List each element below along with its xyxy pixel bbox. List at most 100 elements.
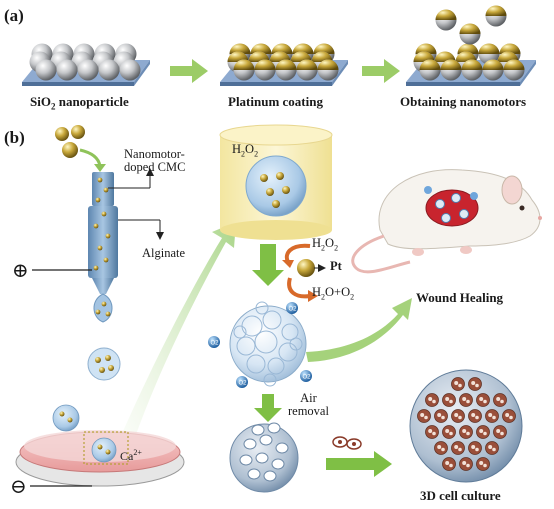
foamed-gel-sphere: [229, 305, 307, 383]
reaction-pt-label: Pt: [330, 259, 342, 273]
o2-bubble-text: O2: [289, 307, 298, 313]
air-removal-line2: removal: [288, 404, 329, 418]
step-label-silica: SiO2 nanoparticle: [30, 94, 129, 112]
culture-pore: [434, 441, 448, 455]
platinum-coated-particle-array: [227, 43, 339, 81]
foam-bubble: [255, 301, 269, 315]
culture-pore: [476, 393, 490, 407]
pore-hole: [275, 442, 289, 454]
wound-healing-label: Wound Healing: [416, 290, 504, 305]
capsule-h2o2-h: H: [232, 142, 242, 156]
nanomotor-cmc-line1: Nanomotor-: [124, 147, 185, 161]
reaction-products-sub1: 2: [321, 292, 326, 302]
foam-bubble: [246, 354, 266, 374]
foam-bubble: [233, 325, 247, 339]
arrow-to-wound-healing: [306, 298, 412, 362]
reaction-h2o2-o: O: [325, 236, 335, 250]
capsule-h2o2-o: O: [245, 142, 255, 156]
culture-pore: [468, 441, 482, 455]
foam-bubble: [236, 336, 256, 356]
culture-pore: [493, 393, 507, 407]
culture-pore: [417, 409, 431, 423]
reaction-arrow-in: [284, 243, 311, 263]
culture-pore: [451, 441, 465, 455]
culture-pore: [434, 409, 448, 423]
o2-bubble: O2: [208, 336, 220, 348]
column-dot: [105, 311, 111, 317]
column-dot: [105, 233, 111, 239]
cells-icon: [332, 436, 362, 450]
air-removal-line1: Air: [300, 391, 317, 405]
step-arrow-2: [362, 59, 400, 83]
culture-pore: [451, 377, 465, 391]
capsule-h2o2-sub1: 2: [241, 149, 246, 159]
column-dot: [101, 301, 107, 307]
culture-pore: [493, 425, 507, 439]
silica-sphere: [35, 59, 57, 81]
platinum-sphere: [275, 59, 297, 81]
input-arrow-head: [94, 164, 106, 172]
panel-a-label: (a): [4, 6, 24, 25]
pore-hole: [251, 424, 265, 436]
step-arrow-1: [170, 59, 208, 83]
column-nanomotor-dots: [93, 177, 111, 317]
calcium-main: Ca: [120, 449, 134, 463]
reaction-products-label: H2O+O2: [312, 285, 354, 302]
culture-pore: [442, 425, 456, 439]
reaction-h2o2-sub2: 2: [334, 243, 339, 253]
foam-bubble: [262, 310, 282, 330]
foam-bubbles: [233, 301, 303, 387]
column-dot: [103, 257, 109, 263]
nanomotor-cmc-line2: doped CMC: [124, 160, 186, 174]
mouse-illustration: [351, 169, 542, 274]
platinum-sphere: [317, 59, 339, 81]
motor-sphere: [461, 59, 483, 81]
foam-bubble: [254, 330, 278, 354]
free-nanomotor: [485, 5, 507, 27]
culture-pore: [459, 393, 473, 407]
negative-electrode-symbol: ⊖: [10, 476, 27, 498]
column-dot: [93, 223, 99, 229]
foam-bubble: [289, 337, 303, 351]
culture-pore: [459, 457, 473, 471]
reaction-products-sub2: 2: [350, 292, 355, 302]
reaction-h2o2-h: H: [312, 236, 322, 250]
o2-bubble: O2: [236, 376, 248, 388]
pore-hole: [247, 468, 261, 480]
flow-arrow-dish-to-capsule: [120, 222, 236, 440]
culture-pore: [485, 409, 499, 423]
free-nanomotor: [435, 9, 457, 31]
released-nanomotor-array: [413, 5, 525, 81]
falling-gel-bead: [52, 404, 80, 432]
culture-pore: [502, 409, 516, 423]
capsule-h2o2-sub2: 2: [254, 149, 259, 159]
platinum-sphere: [233, 59, 255, 81]
foam-bubble: [267, 357, 285, 375]
capsule-h2o2-label: H2O2: [232, 142, 258, 159]
silica-sphere: [56, 59, 78, 81]
cell-culture-label: 3D cell culture: [420, 488, 501, 503]
step-label-nanomotors: Obtaining nanomotors: [400, 94, 527, 109]
porous-sphere-holes: [239, 422, 289, 482]
column-dot: [101, 211, 107, 217]
reaction-arrow-out-head: [308, 290, 318, 302]
silica-sphere: [77, 59, 99, 81]
pore-hole: [259, 434, 273, 446]
reaction-arrow-out: [287, 277, 311, 299]
pore-hole: [267, 422, 281, 434]
arrow-to-cell-culture: [326, 451, 392, 477]
culture-pore: [425, 425, 439, 439]
foam-bubble: [263, 373, 277, 387]
foam-bubble: [281, 323, 299, 341]
pore-hole: [243, 438, 257, 450]
step-label-silica-main: SiO: [30, 94, 51, 109]
column-dot: [95, 309, 101, 315]
positive-electrode-symbol: ⊕: [12, 260, 29, 282]
culture-pore: [476, 425, 490, 439]
column-dot: [97, 177, 103, 183]
gel-droplet: [87, 347, 121, 381]
o2-bubble-text: O2: [239, 381, 248, 387]
motor-sphere: [419, 59, 441, 81]
column-dot: [93, 265, 99, 271]
